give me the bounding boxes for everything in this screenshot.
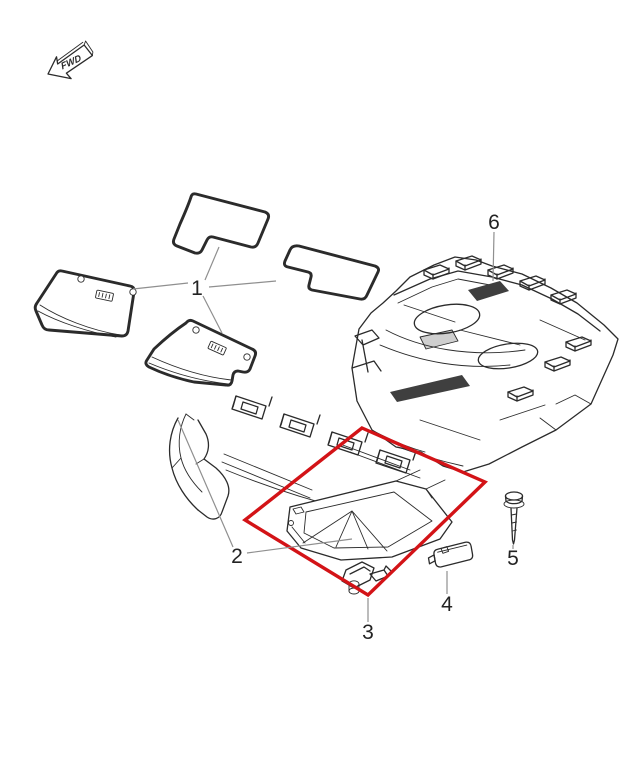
part-5-screw [503, 491, 525, 545]
floor-mat-front-right [144, 318, 258, 387]
leader-lines [132, 231, 514, 622]
part-2-front-carpet-left [168, 413, 230, 520]
fwd-arrow-icon: FWD [47, 40, 94, 80]
callout-6: 6 [488, 211, 500, 234]
part-1-floor-mat-set [33, 192, 381, 387]
highlight-box [242, 426, 489, 598]
callout-4: 4 [441, 593, 453, 616]
mat-logo-patch [95, 289, 114, 302]
part-3-front-carpet-right [286, 469, 453, 595]
callouts: 1 2 3 4 5 6 [191, 211, 519, 644]
callout-3: 3 [362, 621, 374, 644]
floor-mat-rear-right [282, 244, 381, 301]
callout-1: 1 [191, 277, 203, 300]
mat-logo-patch [207, 340, 227, 356]
floor-mat-rear-left [171, 192, 271, 255]
front-carpet-assembly [168, 395, 453, 595]
callout-5: 5 [507, 547, 519, 570]
floor-mat-front-left [33, 269, 137, 338]
part-6-rear-carpet [351, 255, 619, 473]
part-4-retainer-clip [427, 541, 474, 568]
callout-2: 2 [231, 545, 243, 568]
